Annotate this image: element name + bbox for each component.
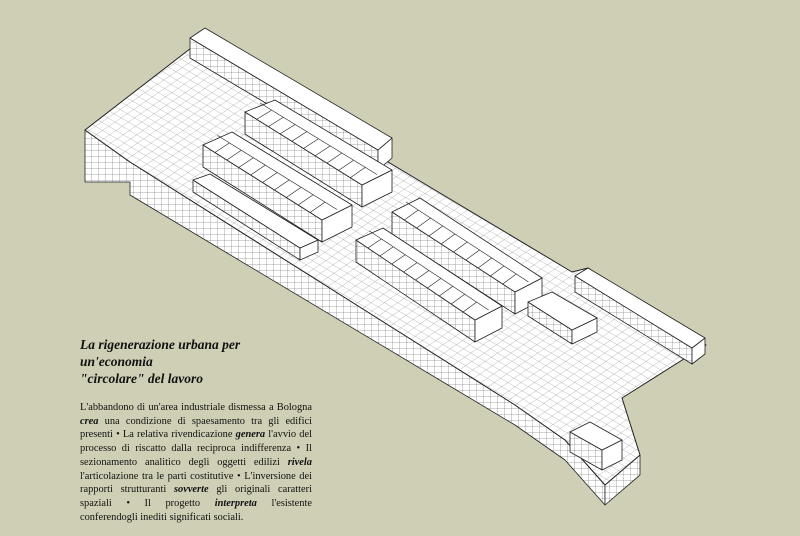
hall-2-truss bbox=[250, 164, 266, 176]
hall-5-truss bbox=[367, 238, 382, 249]
body-segment: gli originali caratteri spaziali • Il pr… bbox=[80, 484, 313, 509]
body-segment: l'esistente conferendogli inediti signif… bbox=[80, 497, 312, 523]
body-segment: una condizione di spaesamento tra gli ed… bbox=[80, 415, 312, 441]
hall-5-truss bbox=[415, 270, 430, 281]
hall-4-truss bbox=[453, 241, 468, 253]
hall-1-truss bbox=[326, 152, 343, 164]
hall-4-truss bbox=[416, 217, 431, 229]
hall-2-truss bbox=[238, 157, 254, 168]
key-verb: crea bbox=[80, 415, 99, 427]
pavilion-6-roof bbox=[527, 291, 598, 331]
body-segment: L'abbandono di un'area industriale disme… bbox=[80, 402, 312, 413]
title-line-1: La rigenerazione urbana per un'economia bbox=[80, 337, 241, 369]
hall-2-truss bbox=[274, 179, 290, 191]
building-north-row-roof bbox=[189, 27, 393, 151]
hall-5-truss bbox=[462, 301, 477, 313]
building-east-row-roof bbox=[574, 267, 706, 349]
annex-building-roof bbox=[569, 421, 623, 451]
key-verb: rivela bbox=[287, 456, 312, 468]
hall-4-truss bbox=[465, 249, 480, 261]
hall-1-truss bbox=[315, 145, 331, 157]
caption-body: L'abbandono di un'area industriale disme… bbox=[80, 401, 312, 524]
title-line-2: "circolare" del lavoro bbox=[80, 371, 203, 386]
hall-1-roof bbox=[244, 99, 393, 186]
hall-5-truss bbox=[427, 278, 442, 289]
key-verb: genera bbox=[235, 429, 266, 441]
hall-5-truss bbox=[403, 262, 418, 273]
hall-1-truss bbox=[268, 117, 284, 127]
body-segment: l'avvio del processo di riscatto dalla r… bbox=[80, 429, 312, 468]
hall-2-truss bbox=[226, 150, 242, 161]
hall-1-truss bbox=[350, 167, 366, 178]
hall-5-truss bbox=[451, 293, 465, 305]
hall-4-truss bbox=[404, 209, 419, 221]
hall-2-truss bbox=[214, 142, 230, 153]
hall-2-truss bbox=[309, 201, 326, 213]
hall-2-roof bbox=[202, 131, 353, 221]
hall-1-truss bbox=[291, 131, 307, 142]
hall-1-truss bbox=[338, 159, 354, 171]
caption-title: La rigenerazione urbana per un'economia … bbox=[80, 336, 312, 387]
hall-4-truss bbox=[441, 233, 456, 245]
hall-5-truss bbox=[439, 286, 453, 297]
key-verb: interpreta bbox=[214, 497, 257, 509]
hall-4-truss bbox=[490, 265, 505, 277]
hall-4-truss bbox=[502, 273, 517, 285]
hall-2-truss bbox=[298, 194, 314, 206]
hall-1-truss bbox=[303, 138, 319, 149]
hall-1-truss bbox=[279, 124, 296, 135]
key-verb: sovverte bbox=[173, 484, 209, 496]
hall-2-truss bbox=[286, 187, 302, 198]
hall-4-truss bbox=[477, 257, 492, 269]
caption-block: La rigenerazione urbana per un'economia … bbox=[80, 336, 312, 524]
canopy-3-roof bbox=[192, 173, 319, 249]
hall-4-roof bbox=[391, 197, 543, 293]
hall-5-truss bbox=[379, 246, 394, 257]
hall-4-truss bbox=[428, 225, 443, 237]
hall-5-roof bbox=[355, 227, 503, 321]
hall-2-truss bbox=[262, 172, 278, 183]
body-segment: l'articolazione tra le parti costitutive… bbox=[80, 470, 312, 496]
hall-1-truss bbox=[256, 109, 272, 120]
hall-5-truss bbox=[391, 254, 406, 265]
